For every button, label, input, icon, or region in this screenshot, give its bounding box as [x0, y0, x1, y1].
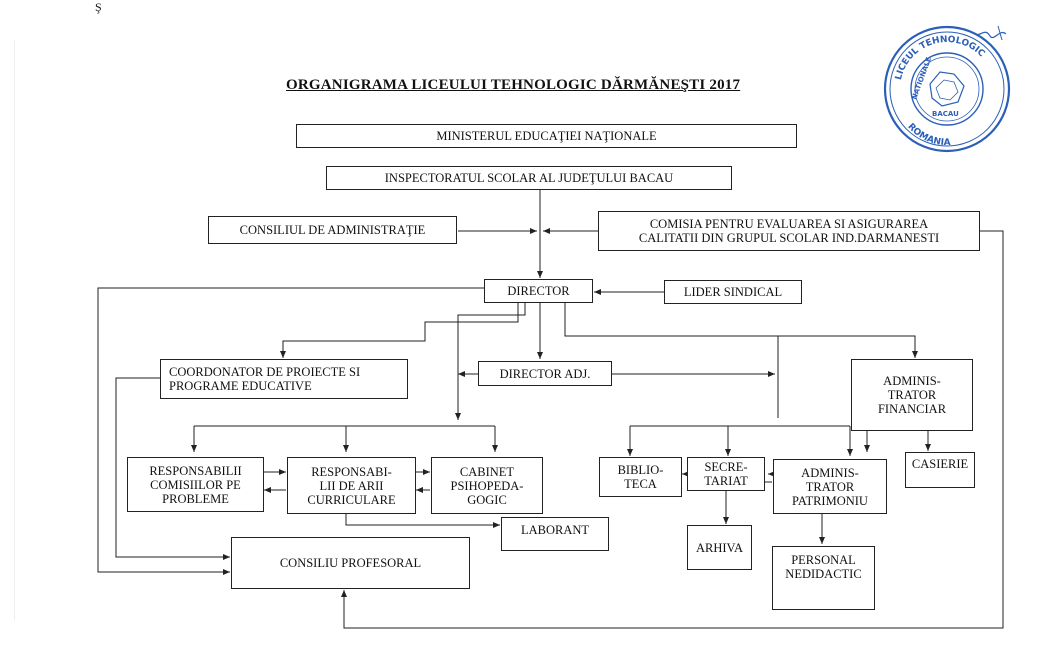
box-responsabilii-comisiilor: RESPONSABILII COMISIILOR PE PROBLEME [127, 457, 264, 512]
school-stamp-seal: LICEUL TEHNOLOGIC ROMANIA NATIONALE BACA… [883, 25, 1011, 153]
box-biblioteca: BIBLIO- TECA [599, 457, 682, 497]
box-personal-nedidactic: PERSONAL NEDIDACTIC [772, 546, 875, 610]
box-arhiva: ARHIVA [687, 525, 752, 570]
signature-mark [971, 31, 1007, 38]
box-ministerul: MINISTERUL EDUCAŢIEI NAŢIONALE [296, 124, 797, 148]
page-title: ORGANIGRAMA LICEULUI TEHNOLOGIC DĂRMĂNEŞ… [286, 77, 741, 93]
box-secretariat: SECRE- TARIAT [687, 457, 765, 491]
box-administrator-financiar: ADMINIS- TRATOR FINANCIAR [851, 359, 973, 431]
stamp-text-bottom: ROMANIA [905, 122, 950, 148]
box-administrator-patrimoniu: ADMINIS- TRATOR PATRIMONIU [773, 459, 887, 514]
stamp-text-right: BACAU [932, 110, 959, 118]
box-consiliu-profesoral: CONSILIU PROFESORAL [231, 537, 470, 589]
box-laborant: LABORANT [501, 517, 609, 551]
box-director-adjunct: DIRECTOR ADJ. [478, 361, 612, 386]
box-responsabilii-arii: RESPONSABI- LII DE ARII CURRICULARE [287, 457, 416, 514]
box-consiliul-administratie: CONSILIUL DE ADMINISTRAŢIE [208, 216, 457, 244]
box-director: DIRECTOR [484, 279, 593, 303]
box-coordonator-proiecte: COORDONATOR DE PROIECTE SI PROGRAME EDUC… [160, 359, 408, 399]
box-comisia-calitate: COMISIA PENTRU EVALUAREA SI ASIGURAREA C… [598, 211, 980, 251]
box-inspectoratul: INSPECTORATUL SCOLAR AL JUDEŢULUI BACAU [326, 166, 732, 190]
box-lider-sindical: LIDER SINDICAL [664, 280, 802, 304]
box-cabinet-psihopedagogic: CABINET PSIHOPEDA- GOGIC [431, 457, 543, 514]
svg-text:ROMANIA: ROMANIA [905, 122, 950, 148]
top-mark: Ş [95, 0, 102, 14]
page-edge-shadow [14, 40, 15, 620]
box-casierie: CASIERIE [905, 452, 975, 488]
